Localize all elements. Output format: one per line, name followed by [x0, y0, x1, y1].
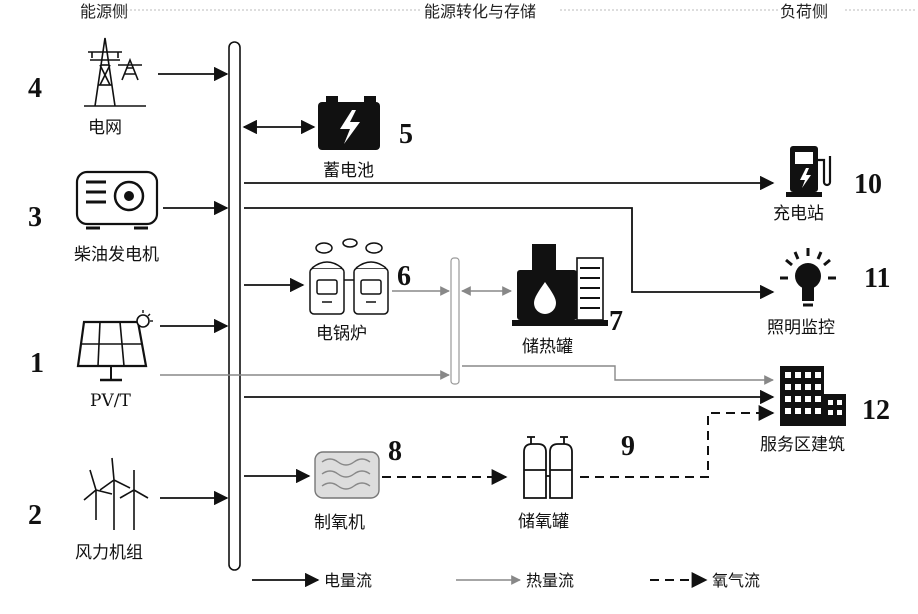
flow-heat-to-building — [462, 366, 773, 380]
header-conversion: 能源转化与存储 — [424, 2, 536, 21]
heat-storage-tank-icon — [512, 244, 608, 326]
generator-icon — [77, 172, 157, 228]
solar-panel-icon — [78, 310, 153, 380]
boiler-number: 6 — [397, 261, 411, 292]
heat-storage-number: 7 — [609, 306, 623, 337]
heat-bus — [451, 258, 459, 384]
charging-station-icon — [786, 146, 830, 197]
oxygen-tank-icon — [524, 437, 572, 498]
boiler-label: 电锅炉 — [316, 324, 367, 344]
diesel-number: 3 — [28, 202, 42, 233]
light-bulb-icon — [780, 248, 836, 305]
power-tower-icon — [84, 38, 146, 106]
header-source: 能源侧 — [80, 2, 128, 21]
legend-heat-label: 热量流 — [526, 571, 574, 590]
pvt-number: 1 — [30, 348, 44, 379]
flow-oxygen-to-building — [580, 413, 773, 477]
oxygen-tank-label: 储氧罐 — [518, 512, 569, 532]
building-icon — [780, 366, 846, 426]
oxygen-gen-number: 8 — [388, 436, 402, 467]
pvt-label: PV/T — [90, 391, 131, 411]
battery-label: 蓄电池 — [323, 161, 374, 181]
heat-storage-label: 储热罐 — [522, 337, 573, 357]
header-load: 负荷侧 — [780, 2, 828, 21]
oxygen-generator-icon — [315, 452, 379, 498]
legend-oxygen-label: 氧气流 — [712, 571, 760, 590]
building-number: 12 — [862, 395, 890, 426]
electric-bus — [229, 42, 240, 570]
legend: 电量流 热量流 氧气流 — [252, 571, 760, 590]
battery-number: 5 — [399, 119, 413, 150]
lighting-label: 照明监控 — [767, 318, 835, 338]
grid-number: 4 — [28, 73, 42, 104]
lighting-number: 11 — [864, 263, 890, 294]
legend-electric-label: 电量流 — [324, 571, 372, 590]
charging-number: 10 — [854, 169, 882, 200]
wind-label: 风力机组 — [75, 543, 143, 563]
building-label: 服务区建筑 — [760, 435, 845, 455]
charging-label: 充电站 — [773, 204, 824, 224]
oxygen-tank-number: 9 — [621, 431, 635, 462]
diesel-label: 柴油发电机 — [74, 245, 159, 265]
oxygen-gen-label: 制氧机 — [314, 513, 365, 533]
wind-turbine-icon — [84, 458, 148, 530]
battery-icon — [318, 96, 380, 150]
grid-label: 电网 — [88, 118, 122, 138]
wind-number: 2 — [28, 500, 42, 531]
electric-boiler-icon — [310, 239, 388, 314]
